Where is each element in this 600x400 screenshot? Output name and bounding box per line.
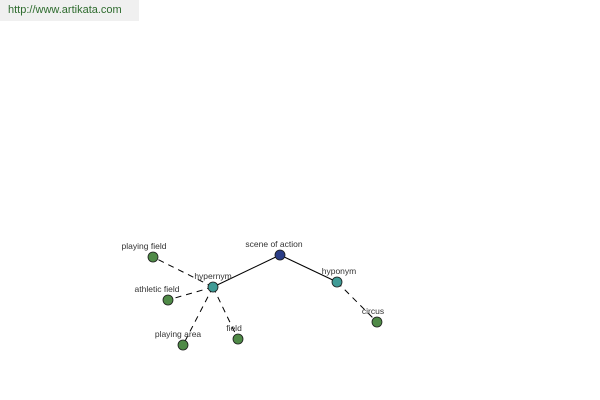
edge-hyponym-to-circus — [336, 281, 378, 323]
node-hyponym[interactable] — [331, 276, 343, 288]
labels-layer: scene of action hypernym hyponym playing fi… — [122, 239, 385, 339]
edge-root-to-hypernym — [212, 254, 281, 288]
node-field[interactable] — [232, 333, 244, 345]
node-label-circus[interactable]: circus — [362, 306, 384, 316]
edges-layer — [152, 254, 378, 346]
node-label-root[interactable]: scene of action — [245, 239, 302, 249]
node-label-playing-field[interactable]: playing field — [122, 241, 167, 251]
node-circus[interactable] — [371, 316, 383, 328]
edge-root-to-hyponym — [279, 254, 338, 283]
node-playing-field[interactable] — [147, 251, 159, 263]
node-playing-area[interactable] — [177, 339, 189, 351]
node-label-athletic-field[interactable]: athletic field — [135, 284, 180, 294]
node-label-field[interactable]: field — [226, 323, 242, 333]
node-label-playing-area[interactable]: playing area — [155, 329, 202, 339]
edge-hypernym-to-field — [212, 286, 239, 340]
node-label-hyponym[interactable]: hyponym — [322, 266, 357, 276]
watermark-url[interactable]: http://www.artikata.com — [0, 0, 139, 21]
node-hypernym[interactable] — [207, 281, 219, 293]
edge-hypernym-to-playing-field — [152, 256, 214, 288]
nodes-layer — [147, 249, 383, 351]
edge-hypernym-to-athletic-field — [167, 286, 214, 301]
node-athletic-field[interactable] — [162, 294, 174, 306]
node-label-hypernym[interactable]: hypernym — [194, 271, 231, 281]
node-root[interactable] — [274, 249, 286, 261]
